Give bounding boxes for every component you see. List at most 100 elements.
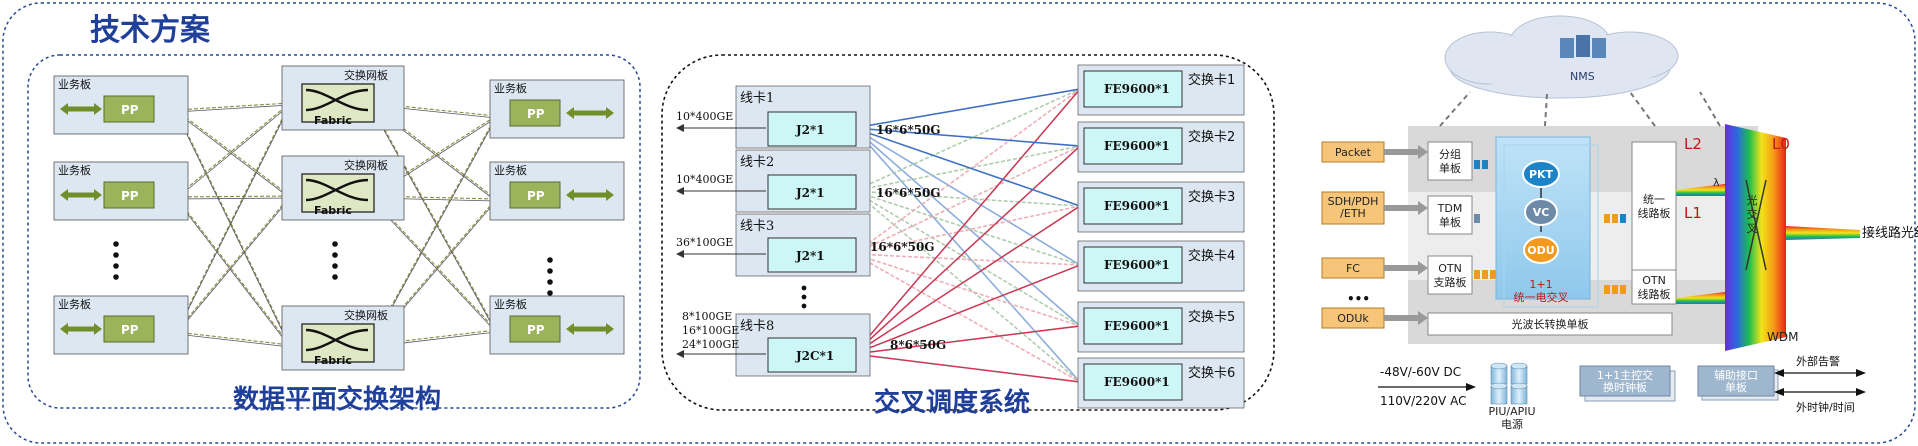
crossconnect-link [853,127,1081,147]
fe-chip [1083,246,1183,284]
cross-scheduling-caption: 交叉调度系统 [874,387,1030,418]
crossconnect-link [853,253,1081,266]
optical-cross-text-line: 叉 [1747,222,1758,235]
input-label-line: Packet [1335,146,1372,159]
group-board: 分组单板 [1427,141,1473,181]
ext-alarm-label: 外部告警 [1796,354,1840,368]
main-control-label-line: 换时钟板 [1603,380,1647,394]
fiber-label: 接线路光纤 [1862,225,1918,241]
port-arrow-head [676,124,684,132]
main-control-label-line: 1+1主控交 [1597,368,1653,382]
port-square [1612,214,1618,223]
port-label: 10*400GE [676,173,733,186]
fabric-link [175,104,291,335]
pp-chip [509,315,561,343]
ellipsis-dot [332,241,338,247]
line-card-chip [767,237,857,273]
battery-icon-top [1510,382,1528,390]
clock-arrow-head [1856,388,1866,396]
fabric-link [175,102,291,333]
cross-scheduling-frame [661,54,1275,411]
line-card-chip-label: J2C*1 [795,349,834,363]
fabric-label: Fabric [314,204,352,217]
crossconnect-link [853,127,1081,207]
optical-cross-label: 光交叉 [1747,193,1758,235]
service-board-frame [53,75,189,135]
page-title: 技术方案 [90,13,211,48]
wavelength-board: 光波长转换单板 [1427,312,1673,336]
alarm-arrow-head [1856,369,1866,377]
fabric-link [175,109,291,346]
port-square [1604,285,1610,294]
io-arrow-head [606,107,614,119]
io-arrow-head [94,323,102,335]
wavelength-board-label: 光波长转换单板 [1512,317,1589,331]
level-l1: L1 [1684,204,1702,222]
input-arrow-head [1418,261,1428,275]
pp-chip [509,99,561,127]
fabric-link [175,195,291,198]
ellipsis-dot [547,257,553,263]
line-board-label-line: 统一 [1643,193,1665,206]
fabric-link [175,195,291,333]
level-l0: L0 [1772,135,1790,153]
fabric-link [175,197,291,335]
fe-chip-label: FE9600*1 [1104,258,1170,272]
ellipsis-dot [113,274,119,280]
group-board-label: 分组单板 [1439,147,1461,175]
cross-caption-line: 统一电交叉 [1514,290,1569,304]
switch-card-name: 交换卡2 [1188,129,1235,145]
crossover-icon [305,328,369,352]
line-card-chip-label: J2*1 [795,186,825,200]
input-source: ODUk [1321,307,1428,329]
electrical-cross-shadow [1503,144,1599,308]
service-board-label: 业务板 [494,297,527,311]
io-arrow-head [566,323,574,335]
link-label: 16*6*50G [870,240,935,254]
port-arrow-head [676,187,684,195]
vc-node [1524,198,1558,226]
port-square [1482,160,1488,169]
port-label: 10*400GE [676,110,733,123]
port-square [1474,160,1480,169]
fabric-link [175,198,291,348]
aux-board [1697,365,1775,397]
io-arrow-head [606,323,614,335]
ellipsis-dot [332,274,338,280]
port-label: 36*100GE [676,236,733,249]
nms-cloud: NMS [1444,15,1679,99]
port-label: 8*100GE [682,310,732,323]
port-label: 24*100GE [682,338,739,351]
otn-line-board-label-line: 线路板 [1638,287,1671,301]
main-control-label: 1+1主控交换时钟板 [1597,368,1653,394]
fabric-link [175,104,291,113]
input-label: FC [1346,262,1360,275]
fabric-link [175,102,291,111]
crossconnect-link [853,127,1081,266]
line-card-chip-label: J2*1 [795,123,825,137]
power-unit-label-line: PIU/APIU [1488,405,1535,418]
ellipsis-dots: ••• [1347,292,1370,306]
line-card-name: 线卡8 [740,319,774,334]
switch-board-label: 交换网板 [344,68,388,82]
io-arrow-head [94,103,102,115]
pp-label: PP [527,189,545,203]
line-card-chip [767,111,857,147]
line-card-chip-label: J2*1 [795,249,825,263]
fabric-link [175,197,291,200]
line-board-label-line: 线路板 [1638,206,1671,220]
spectrum-beam [1676,184,1725,196]
wavelength-board-label-line: 光波长转换单板 [1512,317,1589,331]
ellipsis-dot [547,268,553,274]
fabric-link [175,333,291,348]
